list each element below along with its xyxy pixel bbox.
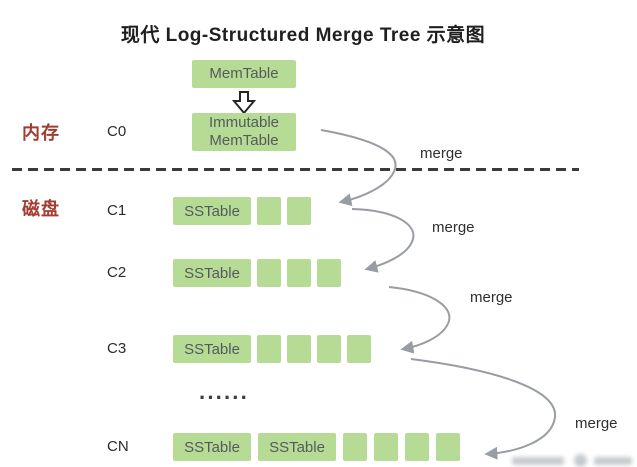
sstable-group: SSTable	[173, 197, 311, 225]
sstable-segment	[405, 433, 429, 461]
merge-label-3: merge	[470, 289, 513, 306]
level-label-cn: CN	[107, 438, 129, 455]
sstable-segment	[317, 335, 341, 363]
sstable-segment	[347, 335, 371, 363]
sstable-box: SSTable	[173, 433, 251, 461]
disk-zone-label: 磁盘	[22, 199, 60, 219]
lsm-level-row-c2: C2 SSTable	[0, 259, 637, 287]
immutable-label-line1: Immutable	[208, 114, 280, 131]
flush-down-arrow-icon	[231, 91, 257, 115]
sstable-segment	[257, 197, 281, 225]
immutable-label-line2: MemTable	[209, 132, 279, 149]
immutable-memtable-box: Immutable MemTable	[192, 113, 296, 151]
lsm-level-row-c1: C1 SSTable	[0, 197, 637, 225]
sstable-box: SSTable	[173, 259, 251, 287]
merge-label-1: merge	[420, 145, 463, 162]
memory-zone-label: 内存	[22, 123, 60, 143]
level-label-c3: C3	[107, 340, 127, 357]
diagram-title: 现代 Log-Structured Merge Tree 示意图	[120, 25, 486, 46]
sstable-box: SSTable	[173, 197, 251, 225]
watermark-blur-shape	[594, 457, 632, 465]
sstable-segment	[374, 433, 398, 461]
watermark-blur-shape	[512, 457, 564, 465]
merge-label-4: merge	[575, 415, 618, 432]
sstable-group: SSTable	[173, 259, 341, 287]
ellipsis: ······	[199, 385, 249, 410]
sstable-group: SSTable	[173, 335, 371, 363]
lsm-level-row-c3: C3 SSTable	[0, 335, 637, 363]
memtable-box: MemTable	[192, 60, 296, 88]
level-label-c0: C0	[107, 123, 127, 140]
sstable-box: SSTable	[258, 433, 336, 461]
sstable-segment	[343, 433, 367, 461]
merge-label-2: merge	[432, 219, 475, 236]
sstable-segment	[257, 335, 281, 363]
sstable-segment	[287, 259, 311, 287]
level-label-c2: C2	[107, 264, 127, 281]
sstable-segment	[317, 259, 341, 287]
sstable-segment	[257, 259, 281, 287]
level-label-c1: C1	[107, 202, 127, 219]
sstable-segment	[287, 197, 311, 225]
sstable-box: SSTable	[173, 335, 251, 363]
sstable-segment	[436, 433, 460, 461]
watermark-blur-shape	[574, 454, 587, 467]
sstable-segment	[287, 335, 311, 363]
merge-arrow-c0-c1-icon	[320, 129, 397, 207]
watermark	[512, 454, 637, 467]
memory-disk-divider	[12, 168, 579, 171]
